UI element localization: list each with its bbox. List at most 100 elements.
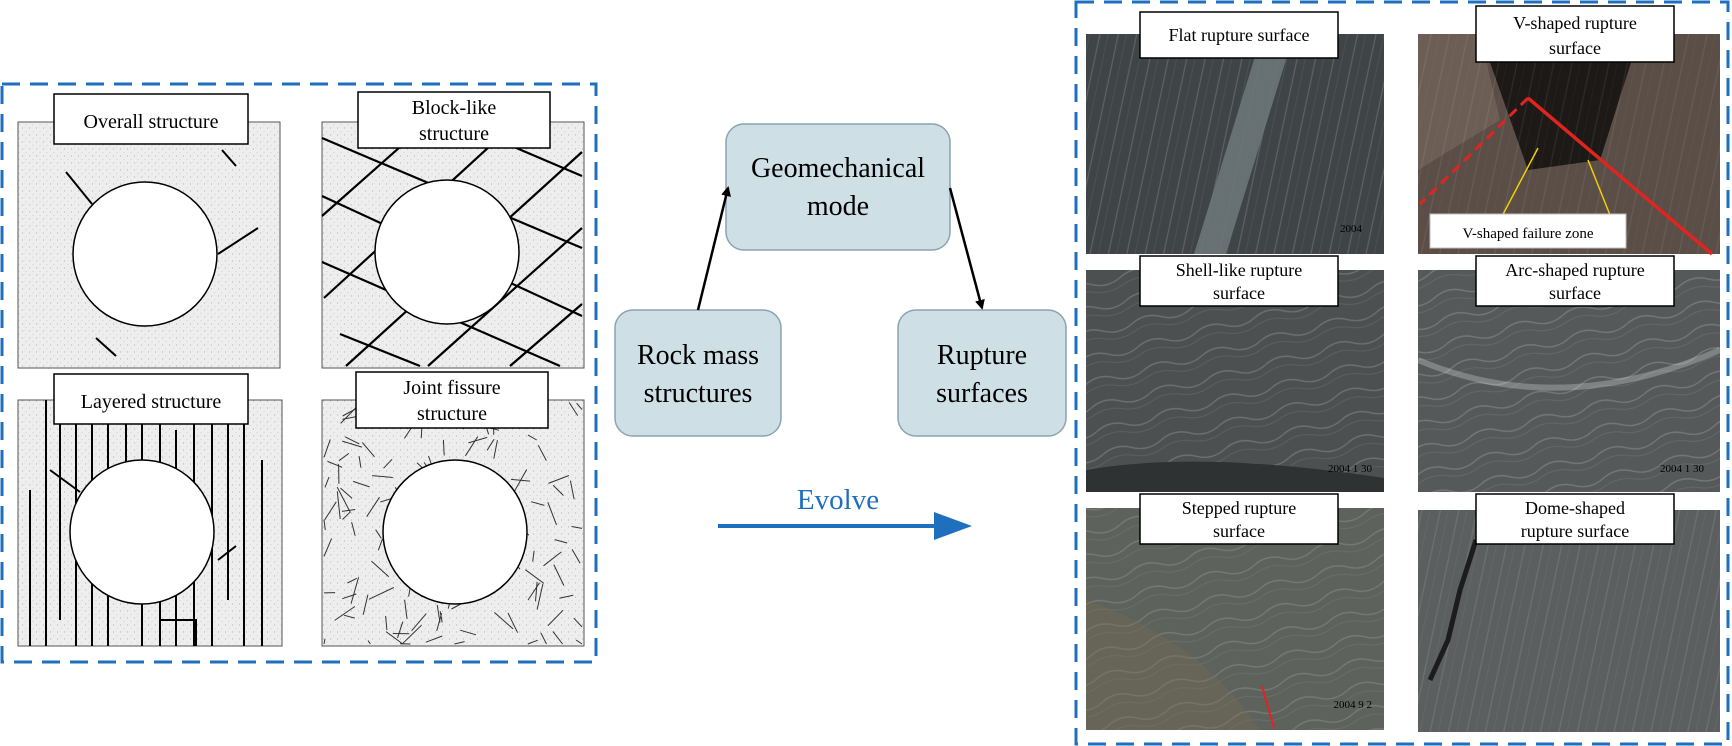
stepped-photo-stamp: 2004 9 2 xyxy=(1334,699,1373,711)
fissure-segment xyxy=(547,609,564,626)
fissure-segment xyxy=(372,475,393,478)
layered-structure-cell: Layered structure xyxy=(17,373,283,647)
flat-rupture-photo: 2004 Flat rupture surface xyxy=(1086,11,1384,254)
v-shaped-label-line1: V-shaped rupture xyxy=(1513,13,1637,33)
fissure-segment xyxy=(460,629,477,636)
fissure-segment xyxy=(323,538,333,557)
geomechanical-mode-node: Geomechanical mode xyxy=(725,123,951,251)
fissure-segment xyxy=(377,538,383,551)
fissure-segment xyxy=(362,594,369,615)
fissure-segment xyxy=(552,485,564,496)
v-shaped-label-line2: surface xyxy=(1549,38,1601,58)
fissure-segment xyxy=(385,615,388,631)
fissure-segment xyxy=(569,480,575,500)
shell-photo-stamp: 2004 1 30 xyxy=(1328,463,1373,475)
fissure-segment xyxy=(343,614,355,619)
overall-structure-label-box xyxy=(53,93,249,145)
fissure-segment xyxy=(352,480,370,488)
flat-photo-stamp: 2004 xyxy=(1340,223,1363,235)
fissure-segment xyxy=(439,611,443,623)
dome-shaped-label-line1: Dome-shaped xyxy=(1525,498,1625,518)
stepped-rupture-photo: 2004 9 2 Stepped rupture surface xyxy=(1086,493,1384,730)
rock-mass-structures-label-line2: structures xyxy=(644,378,753,409)
geomechanical-mode-label-line2: mode xyxy=(807,191,869,222)
fissure-segment xyxy=(327,460,343,468)
flat-photo-label: Flat rupture surface xyxy=(1169,25,1310,45)
stepped-label-line1: Stepped rupture xyxy=(1182,498,1296,518)
joint-fissure-structure-label-box xyxy=(355,371,549,429)
geomechanical-mode-label-line1: Geomechanical xyxy=(751,153,925,184)
fissure-segment xyxy=(532,550,535,562)
arrow-mode-to-surfaces xyxy=(948,187,985,310)
stepped-label-line2: surface xyxy=(1213,521,1265,541)
fissure-segment xyxy=(351,521,356,536)
overall-structure-cell: Overall structure xyxy=(17,93,281,369)
block-like-structure-label-line2: structure xyxy=(419,123,489,145)
fissure-segment xyxy=(368,587,395,600)
fissure-segment xyxy=(536,583,544,610)
dome-shaped-rupture-photo: Dome-shaped rupture surface xyxy=(1418,493,1720,732)
fissure-segment xyxy=(350,577,360,604)
v-shaped-rupture-photo: V-shaped failure zone V-shaped rupture s… xyxy=(1418,5,1720,256)
fissure-segment xyxy=(361,442,375,458)
shell-like-label-line1: Shell-like rupture xyxy=(1176,260,1302,280)
fissure-segment xyxy=(342,440,363,448)
evolve-arrow xyxy=(718,512,972,540)
fissure-segment xyxy=(340,487,353,499)
fissure-segment xyxy=(371,560,390,578)
fissure-segment xyxy=(543,551,562,567)
fissure-segment xyxy=(397,621,404,639)
fissure-segment xyxy=(548,475,570,484)
fissure-segment xyxy=(367,640,371,645)
fissure-segment xyxy=(344,436,360,445)
fissure-segment xyxy=(323,638,326,645)
fissure-segment xyxy=(324,476,330,488)
rupture-surfaces-label-line2: surfaces xyxy=(936,378,1028,409)
block-like-structure-label-line1: Block-like xyxy=(412,97,497,119)
fissure-segment xyxy=(571,526,583,529)
fissure-segment xyxy=(468,436,488,444)
arc-shaped-label-line2: surface xyxy=(1549,283,1601,303)
fissure-segment xyxy=(342,511,351,520)
right-panel-border xyxy=(1074,0,1730,746)
fissure-segment xyxy=(334,606,356,621)
rock-mass-structures-label-line1: Rock mass xyxy=(637,340,759,371)
fissure-segment xyxy=(527,434,537,441)
fissure-segment xyxy=(358,456,362,468)
fissure-segment xyxy=(553,564,565,586)
fissure-segment xyxy=(559,594,574,599)
fissure-segment xyxy=(425,635,443,643)
fissure-segment xyxy=(347,577,358,584)
dome-shaped-label-line2: rupture surface xyxy=(1521,521,1629,541)
tunnel-opening xyxy=(382,459,528,605)
fissure-segment xyxy=(552,631,563,645)
fissure-segment xyxy=(530,501,545,506)
fissure-segment xyxy=(402,624,422,645)
fissure-segment xyxy=(323,519,326,530)
fissure-segment xyxy=(464,436,479,457)
rupture-surfaces-node: Rupture surfaces xyxy=(897,309,1067,437)
fissure-segment xyxy=(525,569,545,584)
fissure-segment xyxy=(341,509,356,512)
fissure-segment xyxy=(494,612,514,630)
fissure-segment xyxy=(527,582,540,601)
fissure-segment xyxy=(575,639,583,645)
block-like-structure-cell: Block-like structure xyxy=(321,91,585,369)
fissure-segment xyxy=(537,444,547,461)
fissure-segment xyxy=(336,491,341,520)
fissure-segment xyxy=(573,617,583,628)
fissure-segment xyxy=(336,486,351,512)
fissure-segment xyxy=(527,639,538,645)
fissure-segment xyxy=(486,439,495,451)
fissure-segment xyxy=(403,427,413,439)
rupture-surfaces-label-line1: Rupture xyxy=(937,340,1027,371)
fissure-segment xyxy=(535,581,538,602)
tunnel-opening xyxy=(72,181,218,327)
fissure-segment xyxy=(411,613,427,632)
fissure-segment xyxy=(338,452,350,462)
left-panel-border xyxy=(0,82,598,664)
fissure-segment xyxy=(383,458,393,469)
fissure-segment xyxy=(375,529,382,539)
arc-shaped-label-line1: Arc-shaped rupture xyxy=(1505,260,1644,280)
